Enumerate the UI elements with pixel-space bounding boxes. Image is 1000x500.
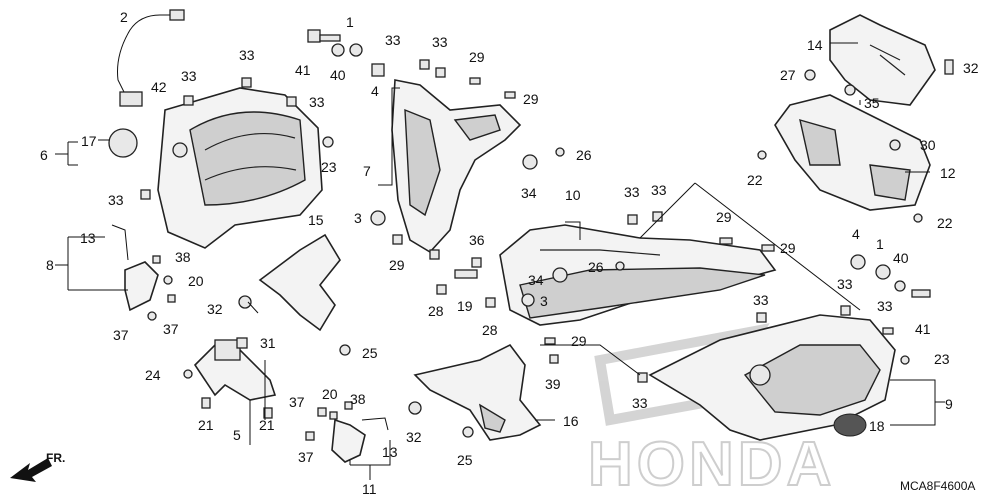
callout-33: 33 — [651, 182, 667, 198]
callout-34: 34 — [528, 272, 544, 288]
callout-32: 32 — [207, 301, 223, 317]
callout-18: 18 — [869, 418, 885, 434]
callout-2: 2 — [120, 9, 128, 25]
callout-29: 29 — [389, 257, 405, 273]
callout-33: 33 — [108, 192, 124, 208]
outer-panel-right — [648, 314, 896, 441]
callout-41: 41 — [915, 321, 931, 337]
callout-33: 33 — [181, 68, 197, 84]
callout-37: 37 — [289, 394, 305, 410]
center-inner-rack — [499, 224, 777, 326]
callout-23: 23 — [934, 351, 950, 367]
callout-22: 22 — [937, 215, 953, 231]
callout-38: 38 — [350, 391, 366, 407]
callout-32: 32 — [963, 60, 979, 76]
callout-33: 33 — [239, 47, 255, 63]
watermark-text: HONDA — [588, 430, 835, 499]
leader-lines — [55, 42, 945, 480]
callout-33: 33 — [309, 94, 325, 110]
arrow-icon — [10, 458, 52, 482]
callout-12: 12 — [940, 165, 956, 181]
callout-1: 1 — [346, 14, 354, 30]
callout-39: 39 — [545, 376, 561, 392]
callout-8: 8 — [46, 257, 54, 273]
callout-32: 32 — [406, 429, 422, 445]
upper-right-panel — [774, 14, 936, 211]
callout-10: 10 — [565, 187, 581, 203]
bracket-8 — [111, 224, 159, 312]
callout-33: 33 — [432, 34, 448, 50]
callout-29: 29 — [571, 333, 587, 349]
harness-assembly — [117, 9, 185, 107]
under-cover-16 — [413, 343, 542, 441]
inner-panel-center — [391, 79, 522, 254]
callout-28: 28 — [482, 322, 498, 338]
direction-label: FR. — [46, 451, 65, 465]
callout-16: 16 — [563, 413, 579, 429]
grommet-17 — [108, 128, 138, 158]
callout-1: 1 — [876, 236, 884, 252]
callout-33: 33 — [837, 276, 853, 292]
callout-37: 37 — [298, 449, 314, 465]
callout-26: 26 — [576, 147, 592, 163]
callout-29: 29 — [523, 91, 539, 107]
callout-21: 21 — [259, 417, 275, 433]
callout-36: 36 — [469, 232, 485, 248]
hardware-items — [140, 29, 954, 441]
front-direction-indicator: FR. — [10, 451, 65, 482]
callout-31: 31 — [260, 335, 276, 351]
callout-33: 33 — [632, 395, 648, 411]
callout-33: 33 — [753, 292, 769, 308]
callout-17: 17 — [81, 133, 97, 149]
callout-26: 26 — [588, 259, 604, 275]
callout-3: 3 — [354, 210, 362, 226]
callout-29: 29 — [716, 209, 732, 225]
callout-15: 15 — [308, 212, 324, 228]
callout-24: 24 — [145, 367, 161, 383]
callout-35: 35 — [864, 95, 880, 111]
bracket-15 — [258, 233, 341, 332]
lens-11 — [331, 417, 389, 463]
callout-21: 21 — [198, 417, 214, 433]
callout-4: 4 — [852, 226, 860, 242]
callout-33: 33 — [385, 32, 401, 48]
callout-41: 41 — [295, 62, 311, 78]
callout-40: 40 — [893, 250, 909, 266]
inner-panel-left — [157, 87, 323, 249]
callout-25: 25 — [457, 452, 473, 468]
callout-33: 33 — [877, 298, 893, 314]
callout-29: 29 — [469, 49, 485, 65]
callout-4: 4 — [371, 83, 379, 99]
callout-42: 42 — [151, 79, 167, 95]
callouts: 2 33 33 42 33 17 6 23 33 1 33 33 29 41 4… — [40, 9, 979, 497]
callout-33: 33 — [624, 184, 640, 200]
callout-11: 11 — [362, 481, 377, 497]
callout-19: 19 — [457, 298, 473, 314]
callout-13: 13 — [80, 230, 96, 246]
callout-37: 37 — [113, 327, 129, 343]
callout-29: 29 — [780, 240, 796, 256]
diagram-code: MCA8F4600A — [900, 479, 975, 493]
callout-37: 37 — [163, 321, 179, 337]
callout-30: 30 — [920, 137, 936, 153]
callout-34: 34 — [521, 185, 537, 201]
callout-13: 13 — [382, 444, 398, 460]
garnish-5 — [193, 339, 277, 401]
callout-40: 40 — [330, 67, 346, 83]
callout-23: 23 — [321, 159, 337, 175]
callout-6: 6 — [40, 147, 48, 163]
callout-14: 14 — [807, 37, 823, 53]
callout-7: 7 — [363, 163, 371, 179]
callout-20: 20 — [322, 386, 338, 402]
callout-22: 22 — [747, 172, 763, 188]
callout-9: 9 — [945, 396, 953, 412]
callout-27: 27 — [780, 67, 796, 83]
callout-20: 20 — [188, 273, 204, 289]
callout-3: 3 — [540, 293, 548, 309]
callout-5: 5 — [233, 427, 241, 443]
callout-28: 28 — [428, 303, 444, 319]
callout-38: 38 — [175, 249, 191, 265]
callout-25: 25 — [362, 345, 378, 361]
